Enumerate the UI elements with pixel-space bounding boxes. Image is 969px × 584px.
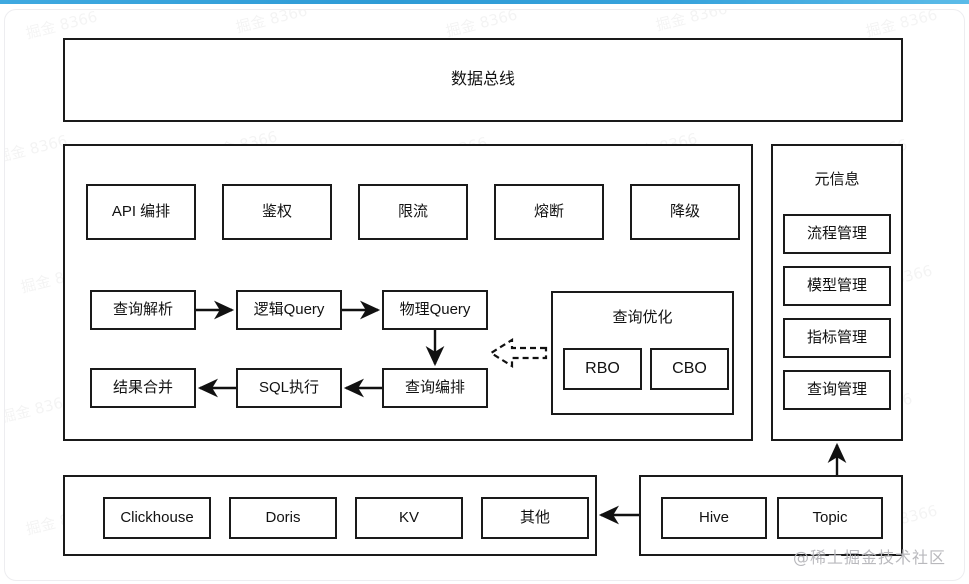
architecture-diagram: 数据总线 API 编排 鉴权 限流 熔断 降级 查询解析 <box>5 10 964 580</box>
data-source-label: Topic <box>812 509 848 526</box>
pipeline-label: 查询编排 <box>404 379 465 396</box>
data-bus-box[interactable]: 数据总线 <box>63 38 903 122</box>
storage-engine-clickhouse[interactable]: Clickhouse <box>103 497 211 539</box>
pipeline-query-parse[interactable]: 查询解析 <box>90 290 196 330</box>
capability-label: 鉴权 <box>261 203 292 220</box>
data-source-topic[interactable]: Topic <box>777 497 883 539</box>
data-source-label: Hive <box>698 509 729 526</box>
optimizer-cbo[interactable]: CBO <box>650 348 729 390</box>
meta-item-label: 指标管理 <box>806 329 867 346</box>
pipeline-label: 结果合并 <box>112 379 173 396</box>
meta-item-metric-management[interactable]: 指标管理 <box>783 318 891 358</box>
capability-label: API 编排 <box>111 203 171 220</box>
storage-engine-label: Clickhouse <box>120 509 194 526</box>
storage-engine-label: KV <box>398 509 419 526</box>
top-accent-bar <box>0 0 969 4</box>
storage-engine-label: Doris <box>265 509 301 526</box>
meta-item-label: 查询管理 <box>806 381 867 398</box>
capability-label: 熔断 <box>533 203 564 220</box>
pipeline-query-orchestration[interactable]: 查询编排 <box>382 368 488 408</box>
query-optimizer-title: 查询优化 <box>612 309 673 326</box>
meta-item-label: 流程管理 <box>806 225 867 242</box>
storage-engine-doris[interactable]: Doris <box>229 497 337 539</box>
pipeline-result-merge[interactable]: 结果合并 <box>90 368 196 408</box>
capability-rate-limit[interactable]: 限流 <box>358 184 468 240</box>
capability-auth[interactable]: 鉴权 <box>222 184 332 240</box>
pipeline-physical-query[interactable]: 物理Query <box>382 290 488 330</box>
optimizer-rbo[interactable]: RBO <box>563 348 642 390</box>
capability-label: 限流 <box>397 203 428 220</box>
pipeline-label: 物理Query <box>399 301 471 318</box>
credit-watermark: @稀土掘金技术社区 <box>792 548 946 567</box>
storage-engine-kv[interactable]: KV <box>355 497 463 539</box>
data-bus-label: 数据总线 <box>450 71 515 89</box>
meta-item-model-management[interactable]: 模型管理 <box>783 266 891 306</box>
optimizer-label: RBO <box>585 360 620 378</box>
data-source-hive[interactable]: Hive <box>661 497 767 539</box>
capability-api-orchestration[interactable]: API 编排 <box>86 184 196 240</box>
pipeline-logical-query[interactable]: 逻辑Query <box>236 290 342 330</box>
meta-item-query-management[interactable]: 查询管理 <box>783 370 891 410</box>
pipeline-label: 逻辑Query <box>253 301 325 318</box>
optimizer-label: CBO <box>672 360 707 378</box>
pipeline-sql-execute[interactable]: SQL执行 <box>236 368 342 408</box>
storage-engine-other[interactable]: 其他 <box>481 497 589 539</box>
meta-item-label: 模型管理 <box>806 277 867 294</box>
capability-label: 降级 <box>669 203 700 220</box>
diagram-card: 掘金 8366 掘金 8366 掘金 8366 掘金 8366 掘金 8366 … <box>4 9 965 581</box>
capability-degradation[interactable]: 降级 <box>630 184 740 240</box>
storage-engine-label: 其他 <box>519 509 550 526</box>
capability-circuit-breaker[interactable]: 熔断 <box>494 184 604 240</box>
pipeline-label: 查询解析 <box>112 301 173 318</box>
meta-info-title: 元信息 <box>814 171 860 188</box>
pipeline-label: SQL执行 <box>258 379 319 396</box>
meta-item-process-management[interactable]: 流程管理 <box>783 214 891 254</box>
